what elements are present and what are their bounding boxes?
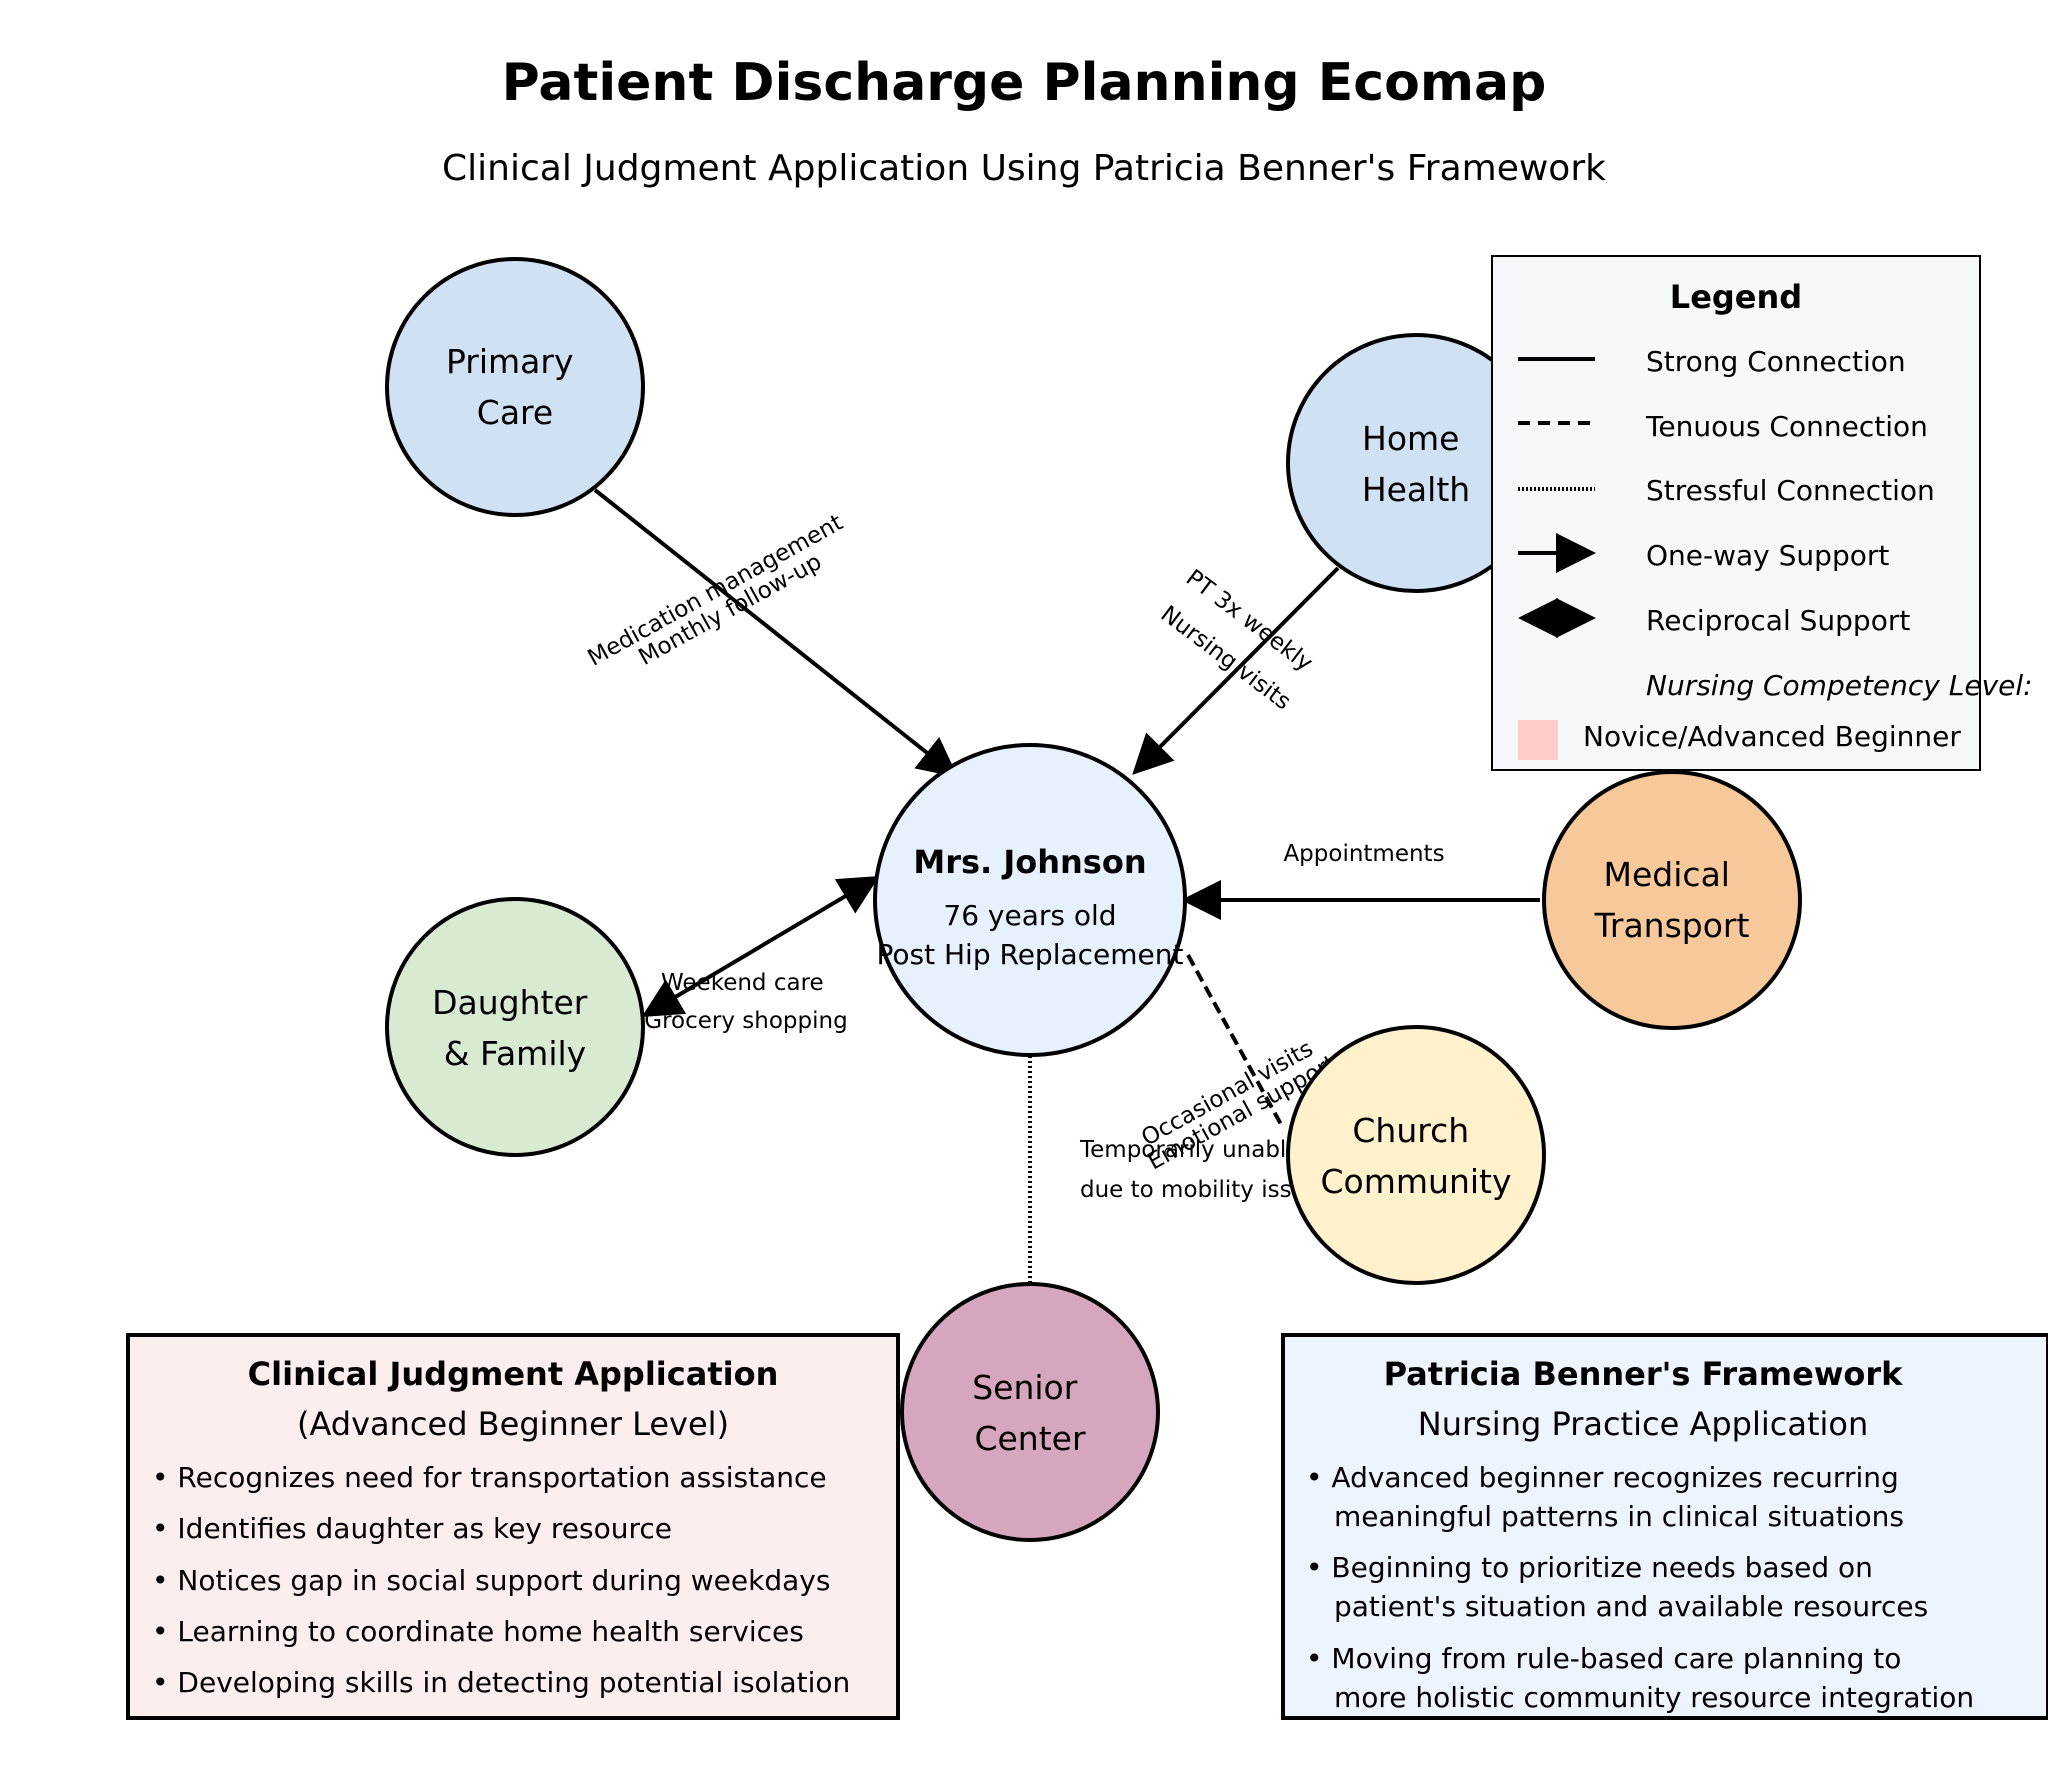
clinical-judgment-item: • Recognizes need for transportation ass…: [152, 1461, 827, 1494]
benner-framework-line: • Beginning to prioritize needs based on: [1306, 1551, 1873, 1584]
benner-framework-panel: [1281, 1333, 2048, 1720]
node-label-line: Senior: [972, 1368, 1078, 1407]
benner-framework-box: Patricia Benner's Framework Nursing Prac…: [1281, 1333, 2048, 1720]
node-center-circle: [873, 743, 1187, 1057]
node-medical-transport[interactable]: Medical Transport: [1542, 770, 1802, 1030]
clinical-judgment-item: • Notices gap in social support during w…: [152, 1564, 830, 1597]
edge-label-line: Appointments: [1283, 841, 1444, 867]
benner-framework-subtitle: Nursing Practice Application: [1418, 1405, 1868, 1443]
clinical-judgment-panel: [126, 1333, 900, 1720]
clinical-judgment-item: • Developing skills in detecting potenti…: [152, 1666, 850, 1699]
node-label-line: Church: [1352, 1111, 1469, 1150]
legend-one-way-label: One-way Support: [1646, 539, 1889, 572]
edge-label-line: Weekend care: [661, 970, 824, 996]
legend: Legend Strong Connection Tenuous Connect…: [1491, 255, 2033, 771]
benner-framework-line: patient's situation and available resour…: [1334, 1590, 1928, 1623]
node-label: Church Community: [1321, 1111, 1512, 1201]
node-label-line: & Family: [444, 1034, 586, 1073]
edge-label-medical-transport: Appointments: [1283, 841, 1444, 867]
patient-condition: Post Hip Replacement: [877, 938, 1184, 971]
node-label: Daughter & Family: [432, 983, 598, 1073]
node-label-line: Health: [1362, 470, 1470, 509]
clinical-judgment-subtitle: (Advanced Beginner Level): [297, 1405, 729, 1443]
legend-box: [1491, 255, 1981, 771]
edge-home-health: [1132, 566, 1340, 775]
clinical-judgment-box: Clinical Judgment Application (Advanced …: [126, 1333, 900, 1720]
edge-label-daughter-family: Weekend care Grocery shopping: [644, 970, 847, 1034]
edge-label-senior-center: Temporarily unable to attend due to mobi…: [1079, 1137, 1421, 1203]
node-church-community-circle: [1286, 1025, 1546, 1285]
page-subtitle: Clinical Judgment Application Using Patr…: [442, 148, 1606, 189]
node-label-line: Center: [974, 1419, 1086, 1458]
edge-label-line: Grocery shopping: [644, 1008, 847, 1034]
patient-name: Mrs. Johnson: [913, 843, 1146, 881]
node-senior-center[interactable]: Senior Center: [900, 1282, 1160, 1542]
page-title: Patient Discharge Planning Ecomap: [502, 53, 1547, 113]
benner-framework-line: • Advanced beginner recognizes recurring: [1306, 1461, 1899, 1494]
node-church-community[interactable]: Church Community: [1286, 1025, 1546, 1285]
benner-framework-line: more holistic community resource integra…: [1334, 1681, 1974, 1714]
clinical-judgment-title: Clinical Judgment Application: [248, 1355, 779, 1393]
edges: [593, 488, 1540, 1282]
node-medical-transport-circle: [1542, 770, 1802, 1030]
legend-tenuous-label: Tenuous Connection: [1645, 410, 1928, 443]
edge-label-primary-care: Medication management Monthly follow-up: [584, 506, 866, 692]
node-label-line: Primary: [446, 342, 574, 381]
node-primary-care-circle: [385, 257, 645, 517]
edge-daughter-family: [641, 875, 880, 1018]
node-label-line: Daughter: [432, 983, 588, 1022]
clinical-judgment-item: • Identifies daughter as key resource: [152, 1512, 672, 1545]
node-label-line: Medical: [1604, 855, 1730, 894]
node-daughter-family[interactable]: Daughter & Family: [385, 897, 645, 1157]
legend-competency-swatch: [1518, 720, 1558, 760]
node-center-patient[interactable]: Mrs. Johnson 76 years old Post Hip Repla…: [873, 743, 1187, 1057]
node-label: Home Health: [1362, 419, 1470, 509]
edge-primary-care: [593, 488, 959, 778]
legend-strong-label: Strong Connection: [1646, 345, 1906, 378]
node-label: Senior Center: [972, 1368, 1088, 1458]
benner-framework-line: meaningful patterns in clinical situatio…: [1334, 1500, 1904, 1533]
benner-framework-title: Patricia Benner's Framework: [1384, 1355, 1904, 1393]
node-label-line: Care: [477, 393, 553, 432]
node-label-line: Transport: [1594, 906, 1750, 945]
node-daughter-family-circle: [385, 897, 645, 1157]
clinical-judgment-item: • Learning to coordinate home health ser…: [152, 1615, 804, 1648]
edge-label-line: Medication management: [584, 510, 848, 672]
node-primary-care[interactable]: Primary Care: [385, 257, 645, 517]
node-senior-center-circle: [900, 1282, 1160, 1542]
legend-competency-heading: Nursing Competency Level:: [1646, 669, 2033, 702]
benner-framework-line: • Moving from rule-based care planning t…: [1306, 1642, 1901, 1675]
patient-age: 76 years old: [943, 899, 1116, 932]
node-label-line: Community: [1321, 1162, 1512, 1201]
node-label: Primary Care: [446, 342, 584, 432]
edge-church-community: [1186, 954, 1285, 1129]
legend-competency-level: Novice/Advanced Beginner: [1583, 720, 1961, 753]
edge-label-home-health: PT 3x weekly Nursing visits: [1154, 565, 1323, 716]
node-label: Medical Transport: [1594, 855, 1750, 945]
legend-title: Legend: [1670, 278, 1802, 316]
node-label-line: Home: [1362, 419, 1459, 458]
legend-reciprocal-label: Reciprocal Support: [1646, 604, 1910, 637]
legend-stressful-label: Stressful Connection: [1646, 474, 1935, 507]
